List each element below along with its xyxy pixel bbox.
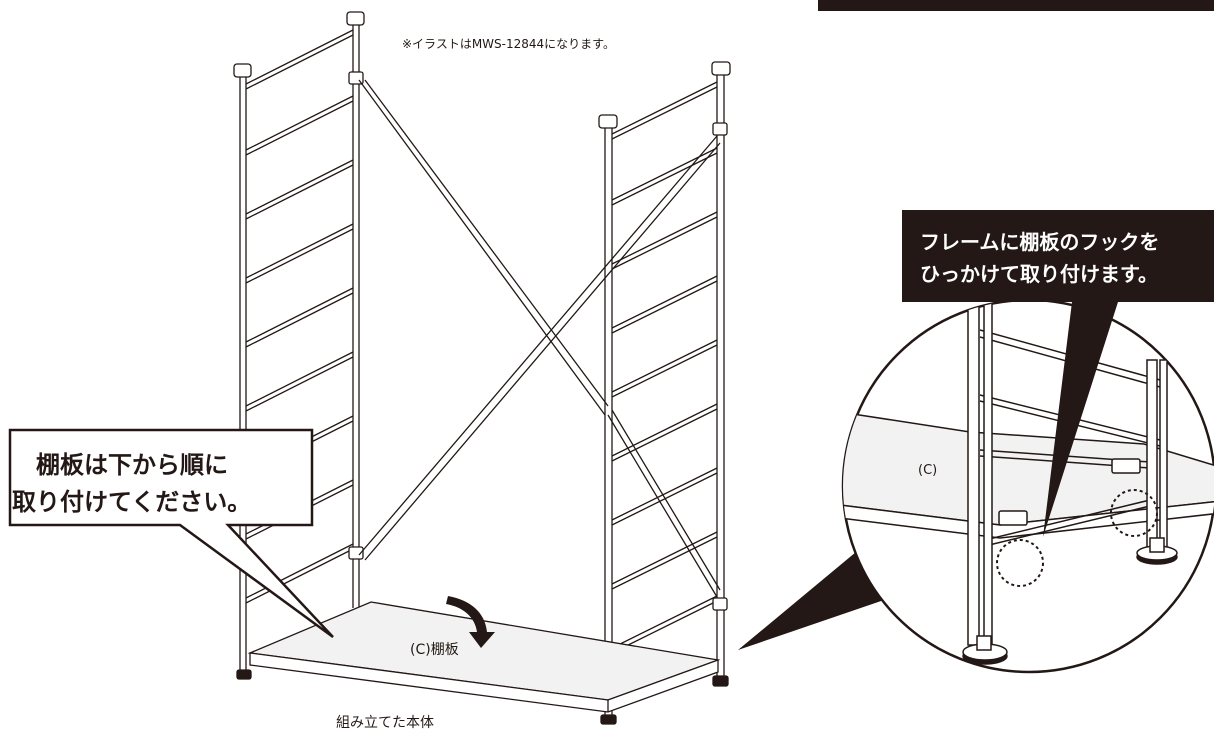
hook-highlight <box>1110 489 1158 537</box>
callout-left-line2: 取り付けてください。 <box>12 488 251 516</box>
detail-connector <box>738 547 884 650</box>
right-frame <box>598 61 731 725</box>
left-callout: 棚板は下から順に 取り付けてください。 <box>8 428 334 639</box>
post-foot <box>712 675 729 687</box>
post-cap <box>598 114 618 129</box>
header-black-bar <box>818 0 1214 11</box>
right-rungs <box>611 81 718 654</box>
callout-left-line1: 棚板は下から順に <box>36 451 228 479</box>
post-foot <box>236 669 252 680</box>
right-callout: フレームに棚板のフックを ひっかけて取り付けます。 <box>902 210 1214 537</box>
post-cap <box>233 63 252 78</box>
detail-label: (C) <box>918 463 937 478</box>
placement-arrow-icon <box>446 596 495 648</box>
hook-highlight <box>996 539 1044 587</box>
left-rungs <box>245 29 354 604</box>
assembled-body-caption: 組み立てた本体 <box>336 715 434 731</box>
shelf-label: (C)棚板 <box>410 642 459 658</box>
illustration-note: ※イラストはMWS-12844になります。 <box>402 37 615 51</box>
post-cap <box>346 11 365 26</box>
shelf-board <box>247 601 721 713</box>
left-frame <box>233 11 365 680</box>
post-cap <box>711 61 731 76</box>
detail-view: (C) <box>841 298 1214 674</box>
post-foot <box>600 714 617 725</box>
callout-right-line1: フレームに棚板のフックを <box>920 230 1159 254</box>
callout-right-line2: ひっかけて取り付けます。 <box>920 262 1158 286</box>
cross-braces <box>358 79 721 598</box>
